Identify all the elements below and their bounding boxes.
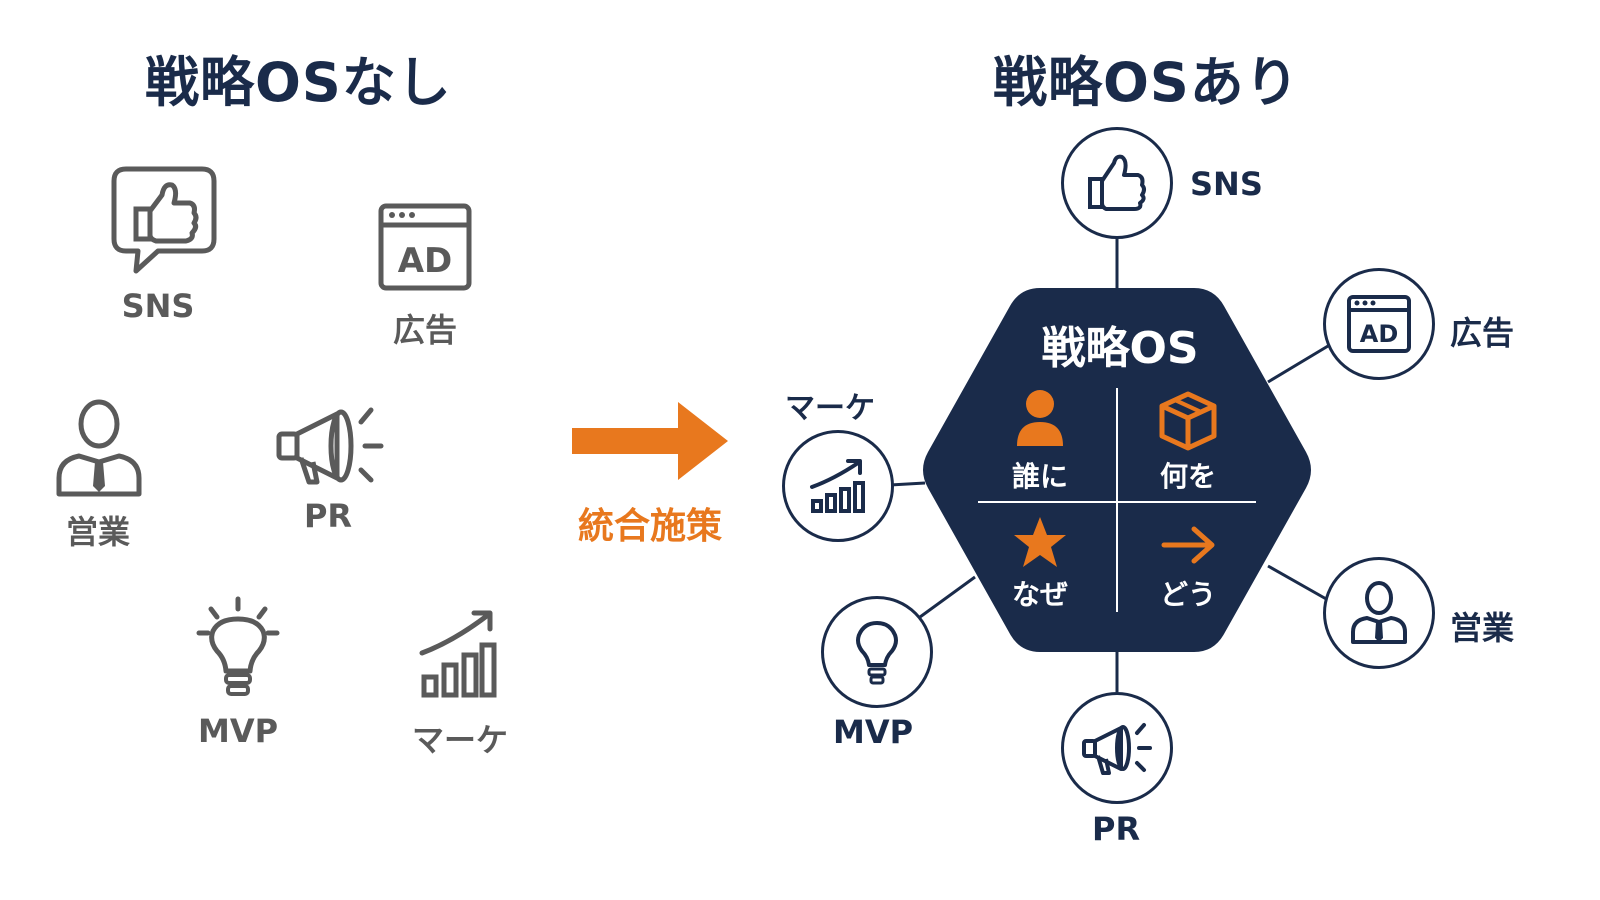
node-pr bbox=[1061, 692, 1173, 804]
svg-text:AD: AD bbox=[398, 241, 453, 281]
integration-label: 統合施策 bbox=[577, 506, 722, 547]
node-label-ad: 広告 bbox=[1450, 314, 1515, 352]
quadrant-label-what: 何を bbox=[1159, 460, 1216, 493]
salesperson-icon bbox=[1351, 581, 1407, 644]
node-label-marketing: マーケ bbox=[785, 391, 875, 426]
left-label-pr: PR bbox=[303, 497, 353, 535]
lightbulb-icon bbox=[856, 621, 898, 685]
node-marketing bbox=[782, 430, 894, 542]
growth-chart-icon bbox=[810, 459, 865, 513]
arrow-right-icon bbox=[572, 402, 728, 480]
star-icon bbox=[1014, 517, 1066, 567]
ad-window-icon: AD bbox=[378, 203, 472, 291]
growth-chart-icon bbox=[419, 610, 497, 698]
node-sns bbox=[1061, 127, 1173, 239]
left-label-mvp: MVP bbox=[197, 712, 279, 750]
quadrant-label-who: 誰に bbox=[1011, 460, 1068, 493]
svg-text:AD: AD bbox=[1360, 320, 1399, 348]
thumbs-up-bubble-icon bbox=[111, 166, 217, 274]
person-icon bbox=[1017, 390, 1063, 446]
arrow-right-icon bbox=[1161, 526, 1215, 564]
node-label-mvp: MVP bbox=[833, 713, 914, 751]
left-label-ad: 広告 bbox=[392, 311, 457, 349]
node-label-sales: 営業 bbox=[1450, 609, 1515, 647]
left-label-sns: SNS bbox=[121, 287, 195, 325]
salesperson-icon bbox=[56, 399, 142, 497]
megaphone-icon bbox=[276, 407, 384, 485]
lightbulb-icon bbox=[196, 596, 280, 696]
ad-window-icon: AD bbox=[1347, 295, 1411, 353]
node-mvp bbox=[821, 596, 933, 708]
node-sales bbox=[1323, 557, 1435, 669]
left-panel-title: 戦略OSなし bbox=[145, 51, 452, 114]
quadrant-label-why: なぜ bbox=[1011, 578, 1068, 611]
left-label-marketing: マーケ bbox=[411, 721, 508, 759]
quadrant-label-how: どう bbox=[1159, 578, 1216, 611]
node-ad: AD bbox=[1323, 268, 1435, 380]
thumbs-up-icon bbox=[1088, 154, 1146, 211]
box-icon bbox=[1159, 391, 1217, 451]
node-label-pr: PR bbox=[1092, 810, 1141, 848]
right-panel-title: 戦略OSあり bbox=[993, 51, 1300, 114]
hub-title: 戦略OS bbox=[1041, 323, 1199, 374]
node-label-sns: SNS bbox=[1190, 165, 1263, 203]
megaphone-icon bbox=[1082, 723, 1152, 775]
left-label-sales: 営業 bbox=[65, 513, 130, 551]
